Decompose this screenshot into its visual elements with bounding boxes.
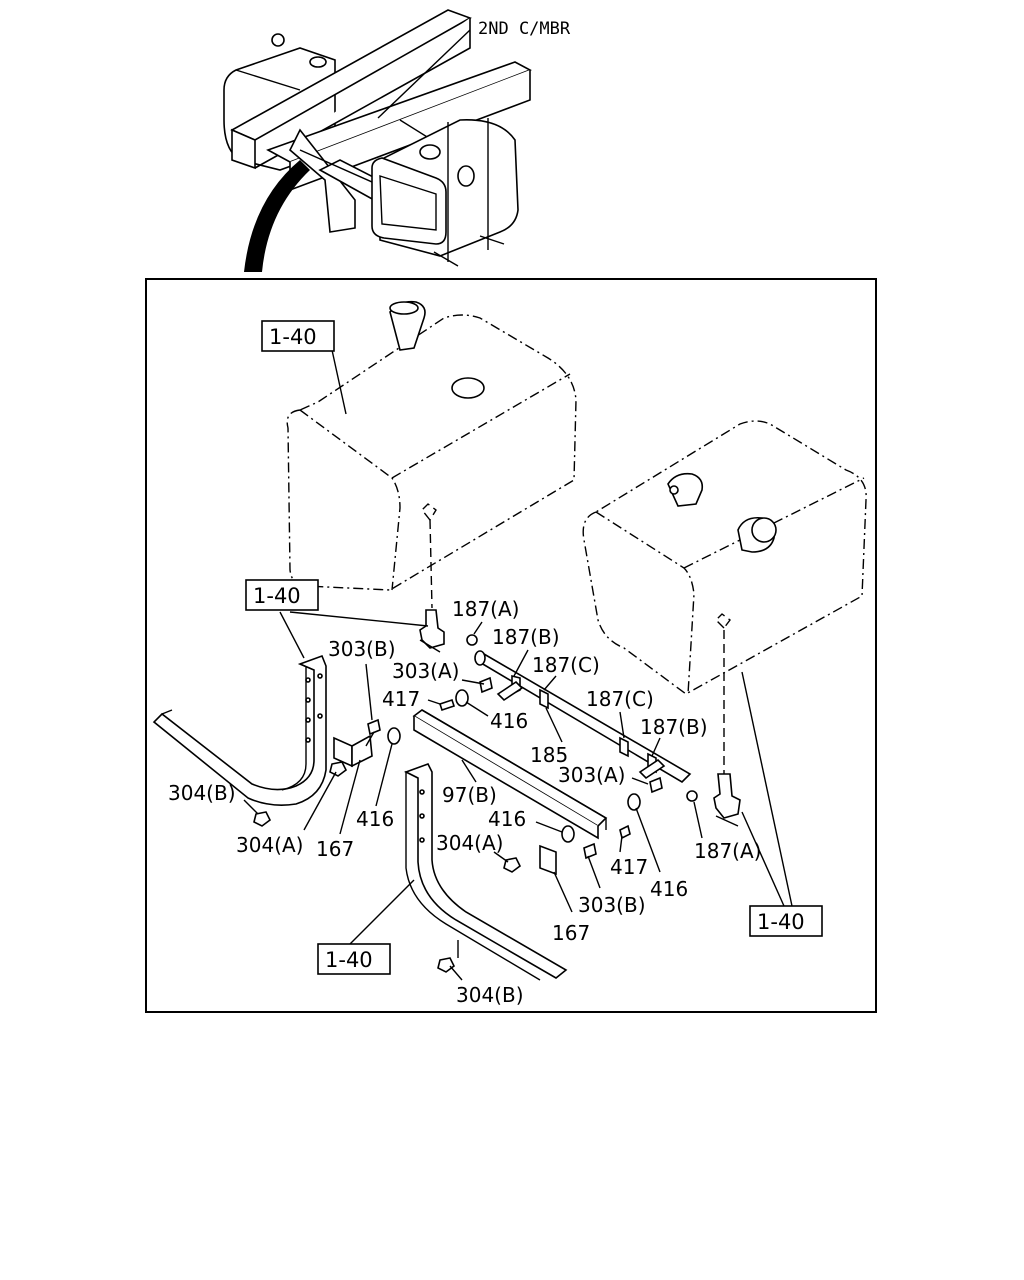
rod-97b <box>412 709 608 840</box>
upper-fuel-tank <box>286 300 577 609</box>
callout-304a-left: 304(A) <box>236 833 303 857</box>
bolt-303b-left <box>365 718 381 747</box>
callout-417-right: 417 <box>610 855 648 879</box>
callout-167-left: 167 <box>316 837 354 861</box>
bushing-416-right <box>627 793 641 811</box>
ref-left-bracket: 1-40 <box>253 584 301 608</box>
callout-416-right: 416 <box>650 877 688 901</box>
ref-box-upper-tank <box>261 320 335 352</box>
ref-right-tank: 1-40 <box>757 910 805 934</box>
lower-bracket <box>403 763 568 981</box>
callout-304b-bottom: 304(B) <box>456 983 524 1007</box>
pin-417-right <box>619 824 631 840</box>
callout-416-upper: 416 <box>490 709 528 733</box>
callout-167-right: 167 <box>552 921 590 945</box>
callout-185: 185 <box>530 743 568 767</box>
callout-97b: 97(B) <box>442 783 497 807</box>
callout-187c-mid: 187(C) <box>586 687 654 711</box>
callout-187c-top: 187(C) <box>532 653 600 677</box>
callout-416-left: 416 <box>356 807 394 831</box>
plate-167-left <box>333 734 373 768</box>
callout-304a-right: 304(A) <box>436 831 503 855</box>
callout-303b-left: 303(B) <box>328 637 396 661</box>
vehicle-overview-illustration <box>223 9 532 272</box>
callout-416-mid: 416 <box>488 807 526 831</box>
callout-187a-top: 187(A) <box>452 597 519 621</box>
nut-304b-bottom <box>437 957 456 973</box>
bushing-416-mid <box>561 825 575 843</box>
callout-303b-right: 303(B) <box>578 893 646 917</box>
bushing-416-upper <box>455 689 469 707</box>
pin-417-left <box>438 698 456 712</box>
drain-tap-right <box>713 773 741 827</box>
bolt-303b-right <box>583 842 597 860</box>
callout-187b-mid: 187(B) <box>640 715 708 739</box>
right-fuel-tank <box>582 420 867 774</box>
crossmember-label: 2ND C/MBR <box>478 19 571 39</box>
ref-upper-tank: 1-40 <box>269 325 317 349</box>
ref-box-lower-bracket <box>317 943 391 975</box>
bushing-416-left <box>387 727 401 745</box>
leader-lines <box>243 611 793 981</box>
nut-304a-left <box>329 761 348 777</box>
ref-lower-bracket: 1-40 <box>325 948 373 972</box>
nut-304b-left <box>253 811 272 827</box>
bolt-303a-left <box>479 676 493 694</box>
left-bracket <box>152 654 327 806</box>
ref-box-right-tank <box>749 905 823 937</box>
callout-304b-left: 304(B) <box>168 781 236 805</box>
plate-167-right <box>539 844 557 876</box>
fuel-pipe-185 <box>466 634 698 802</box>
drain-tap-left <box>419 609 445 653</box>
callout-303a-left: 303(A) <box>392 659 459 683</box>
callout-303a-right: 303(A) <box>558 763 625 787</box>
callout-187b-top: 187(B) <box>492 625 560 649</box>
callout-187a-bottom: 187(A) <box>694 839 761 863</box>
ref-box-left-bracket <box>245 579 319 611</box>
callout-417-left: 417 <box>382 687 420 711</box>
bolt-303a-right <box>649 776 663 794</box>
detail-frame <box>145 278 877 1013</box>
